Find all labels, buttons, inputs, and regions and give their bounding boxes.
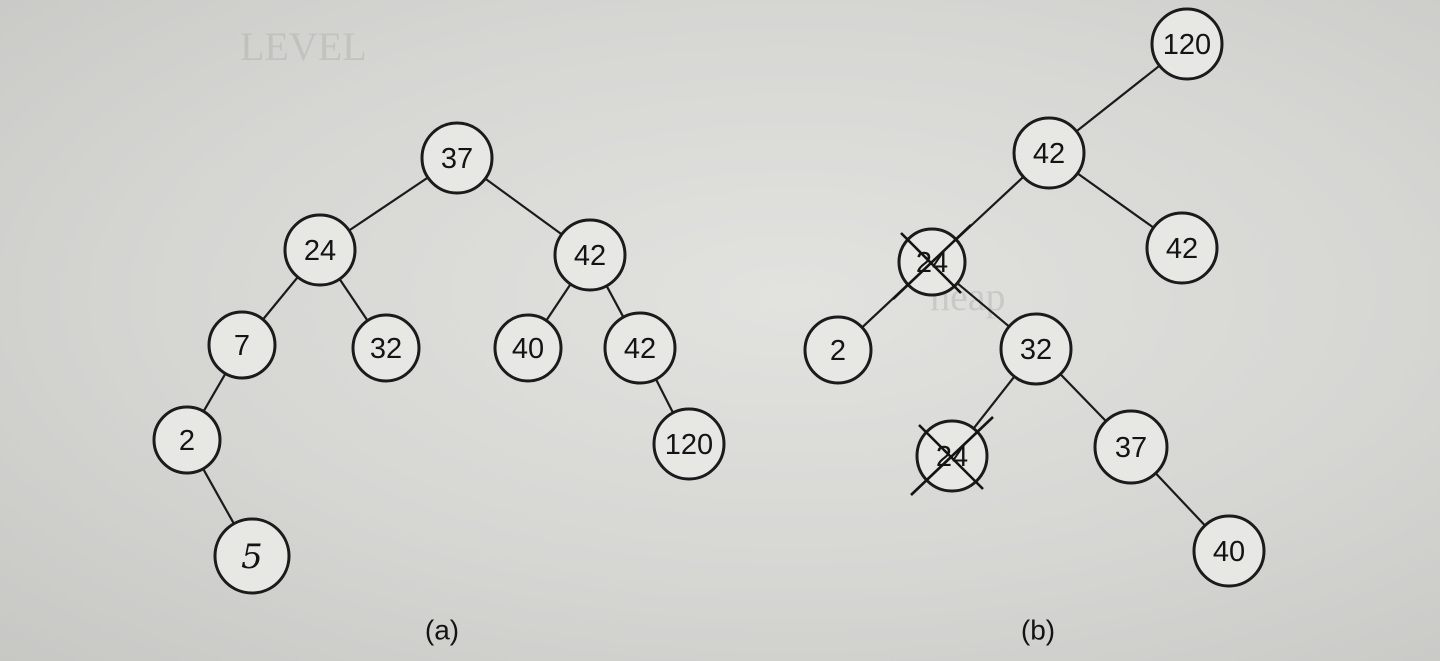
figure_b-node-b24b: 24 xyxy=(910,416,994,496)
node-label: 7 xyxy=(234,330,250,362)
figure_a-node-a42b: 42 xyxy=(603,311,677,385)
node-circle xyxy=(1192,514,1266,588)
svg-text:LEVEL: LEVEL xyxy=(240,24,367,69)
node-label: 5 xyxy=(241,537,263,577)
node-circle xyxy=(351,313,421,383)
figure_a-edge-a24-a32 xyxy=(338,278,369,322)
figure_a-node-a37: 37 xyxy=(420,121,494,195)
figure_a-node-a40: 40 xyxy=(493,313,563,383)
figure_b-node-b42: 42 xyxy=(1012,116,1086,190)
figure_b-node-b120: 120 xyxy=(1150,7,1224,81)
node-circle xyxy=(493,313,563,383)
figure_a-node-a24: 24 xyxy=(283,213,357,287)
node-label: 120 xyxy=(1163,29,1211,61)
node-circle xyxy=(420,121,494,195)
node-label: 42 xyxy=(624,333,656,365)
figure-b-caption: (b) xyxy=(1021,615,1055,646)
figure_b-edge-b120-b42 xyxy=(1075,64,1161,133)
figure_a-edge-a42-a40 xyxy=(545,283,572,322)
figure_b-edge-b37-b40 xyxy=(1154,472,1206,527)
node-label: 32 xyxy=(1020,334,1052,366)
node-label: 32 xyxy=(370,333,402,365)
node-label: 40 xyxy=(1213,536,1245,568)
figure_a-node-a120: 120 xyxy=(652,407,726,481)
node-circle xyxy=(1012,116,1086,190)
figure_b-node-b2: 2 xyxy=(803,315,873,385)
figure_b-edge-b32-b24b xyxy=(972,375,1016,430)
node-circle xyxy=(1093,409,1169,485)
node-label: 2 xyxy=(830,335,846,367)
figure_a-edge-a2-a5 xyxy=(202,468,235,525)
figure_a-node-a7: 7 xyxy=(207,310,277,380)
figure_a-edge-a7-a2 xyxy=(202,373,227,412)
figure_a-edge-a42b-a120 xyxy=(654,378,675,414)
figure-a-caption: (a) xyxy=(425,615,459,646)
strike-mark xyxy=(910,416,994,496)
figure_b-node-b37: 37 xyxy=(1093,409,1169,485)
figure_b-node-b32: 32 xyxy=(999,312,1073,386)
node-circle xyxy=(999,312,1073,386)
node-label: 42 xyxy=(1033,138,1065,170)
node-circle xyxy=(652,407,726,481)
figure_a-node-a2: 2 xyxy=(152,405,222,475)
figure_b-edge-b24-b32 xyxy=(956,282,1010,328)
strike-mark xyxy=(900,232,962,294)
node-circle xyxy=(553,218,627,292)
figure_a-node-a5: 5 xyxy=(213,517,291,595)
node-label: 24 xyxy=(304,235,336,267)
node-label: 42 xyxy=(574,240,606,272)
node-label: 37 xyxy=(1115,432,1147,464)
node-circle xyxy=(803,315,873,385)
figure_a-edge-a42-a42b xyxy=(605,285,625,318)
figure_b-node-b40: 40 xyxy=(1192,514,1266,588)
figure_a-node-a32: 32 xyxy=(351,313,421,383)
node-circle xyxy=(1145,211,1219,285)
strike-mark xyxy=(892,224,972,300)
node-circle xyxy=(283,213,357,287)
figure_a-node-a42: 42 xyxy=(553,218,627,292)
node-label: 42 xyxy=(1166,233,1198,265)
node-circle xyxy=(603,311,677,385)
strike-mark xyxy=(918,424,984,490)
figure_a-edge-a37-a24 xyxy=(348,176,429,232)
node-label: 40 xyxy=(512,333,544,365)
figure_b-edge-b32-b37 xyxy=(1059,373,1107,422)
tree-nodes: 37 24 42 7 32 40 42 2 120 5 120 42 24 42 2 32 24 37 40 xyxy=(152,7,1266,595)
node-circle xyxy=(207,310,277,380)
node-label: 120 xyxy=(665,429,713,461)
node-circle xyxy=(152,405,222,475)
node-circle xyxy=(1150,7,1224,81)
figure_b-edge-b42-b42b xyxy=(1076,172,1155,229)
figure_a-edge-a24-a7 xyxy=(262,276,299,321)
node-circle xyxy=(213,517,291,595)
figure_b-node-b24: 24 xyxy=(892,224,972,300)
node-label: 2 xyxy=(179,425,195,457)
node-label: 37 xyxy=(441,143,473,175)
figure_a-edge-a37-a42 xyxy=(484,177,563,236)
figure_b-node-b42b: 42 xyxy=(1145,211,1219,285)
